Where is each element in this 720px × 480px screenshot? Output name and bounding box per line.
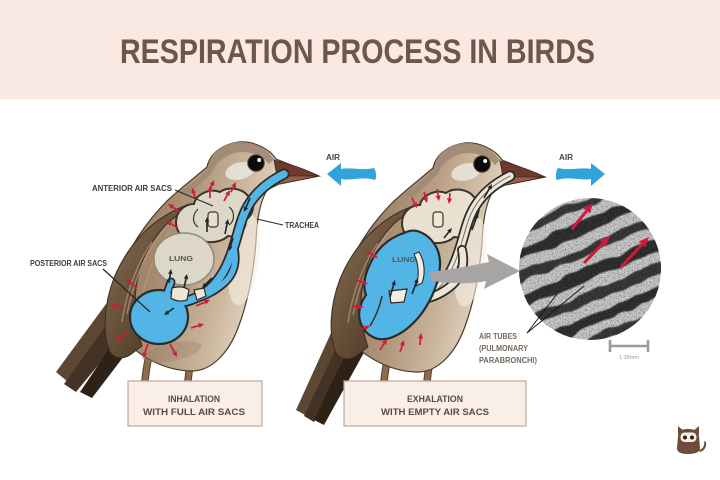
svg-text:POSTERIOR AIR SACS: POSTERIOR AIR SACS [30, 259, 108, 268]
svg-text:WITH EMPTY AIR SACS: WITH EMPTY AIR SACS [381, 407, 489, 417]
svg-text:AIR TUBES: AIR TUBES [479, 332, 518, 341]
svg-text:INHALATION: INHALATION [168, 394, 220, 404]
svg-text:AIR: AIR [559, 153, 573, 162]
svg-text:RESPIRATION PROCESS IN BIRDS: RESPIRATION PROCESS IN BIRDS [120, 33, 595, 71]
svg-text:LUNG: LUNG [392, 257, 417, 264]
svg-text:AIR: AIR [326, 153, 340, 162]
svg-text:LUNG: LUNG [169, 256, 194, 263]
svg-text:(PULMONARY: (PULMONARY [479, 344, 529, 353]
svg-text:ANTERIOR AIR SACS: ANTERIOR AIR SACS [92, 184, 173, 193]
svg-text:WITH FULL AIR SACS: WITH FULL AIR SACS [143, 407, 245, 417]
svg-text:PARABRONCHI): PARABRONCHI) [479, 356, 537, 365]
svg-text:1.35mm: 1.35mm [619, 355, 639, 361]
svg-text:TRACHEA: TRACHEA [285, 221, 319, 230]
svg-text:EXHALATION: EXHALATION [407, 394, 463, 404]
